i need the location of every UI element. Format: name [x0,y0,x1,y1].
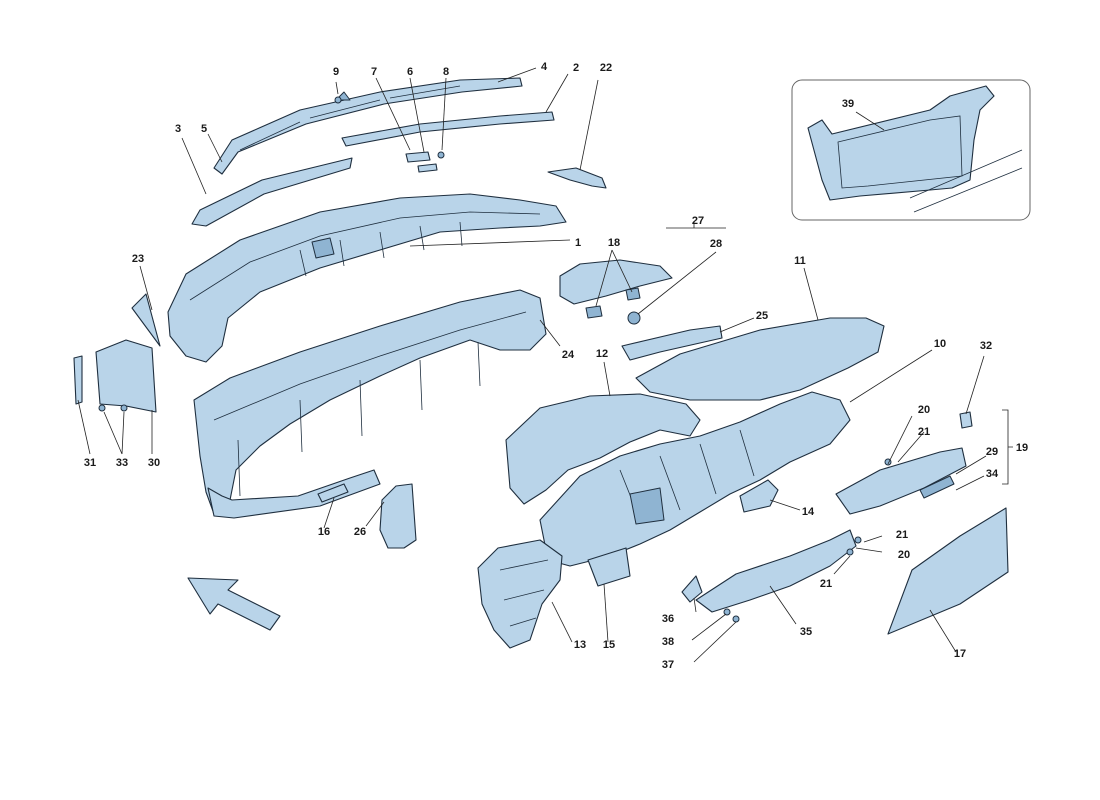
callout-1: 1 [575,237,581,249]
callout-23: 23 [132,253,144,265]
callout-38: 38 [662,636,674,648]
callout-14: 14 [802,506,815,518]
callout-4: 4 [541,61,548,73]
callout-15: 15 [603,639,615,651]
callout-37: 37 [662,659,674,671]
callout-34: 34 [986,468,999,480]
part-glovebox-surround [835,447,967,556]
callout-21b: 21 [896,529,908,541]
part-side-triangle-panel [131,293,161,347]
part-dashboard-panel [167,193,567,363]
callout-24: 24 [562,349,575,361]
callout-25: 25 [756,310,768,322]
callout-2: 2 [573,62,579,74]
callout-5: 5 [201,123,207,135]
callout-21c: 21 [820,578,832,590]
callout-12: 12 [596,348,608,360]
part-center-cover [559,259,673,325]
part-glovebox-door [887,507,1009,635]
callout-26: 26 [354,526,366,538]
callout-36: 36 [662,613,674,625]
callout-29: 29 [986,446,998,458]
part-upper-trim-strip [341,111,555,147]
part-cross-car-beam [193,289,547,519]
callout-10: 10 [934,338,946,350]
part-vertical-bracket-26 [379,483,417,549]
inset-detail-box [791,79,1031,221]
callout-17: 17 [954,648,966,660]
callout-21a: 21 [918,426,930,438]
part-right-small-trim [547,167,607,189]
direction-arrow-icon [187,577,281,631]
part-vent-bar [621,325,723,361]
part-small-bracket-16 [317,483,349,503]
callout-28: 28 [710,238,722,250]
part-top-pad [635,317,885,401]
callout-19: 19 [1016,442,1028,454]
callout-22: 22 [600,62,612,74]
callout-7: 7 [371,66,377,78]
callout-labels: 1 2 3 4 5 6 7 8 9 10 11 12 13 14 15 16 1… [84,61,1028,671]
callout-18: 18 [608,237,620,249]
callout-20b: 20 [898,549,910,561]
callout-11: 11 [794,255,806,267]
callout-9: 9 [333,66,339,78]
callout-6: 6 [407,66,413,78]
callout-27: 27 [692,215,704,227]
callout-30: 30 [148,457,160,469]
part-lower-right-bracket [681,529,857,623]
callout-33: 33 [116,457,128,469]
part-left-upper-trim [191,157,353,227]
callout-31: 31 [84,457,96,469]
callout-8: 8 [443,66,449,78]
leader-lines [77,67,1013,663]
part-side-bracket [73,339,157,413]
callout-35: 35 [800,626,812,638]
callout-13: 13 [574,639,586,651]
part-instrument-carrier [505,391,851,587]
callout-3: 3 [175,123,181,135]
callout-20a: 20 [918,404,930,416]
part-small-tab-32 [959,411,973,429]
part-lower-left-bracket [477,539,563,649]
part-small-clips [334,96,445,173]
callout-32: 32 [980,340,992,352]
callout-39: 39 [842,98,854,110]
callout-16: 16 [318,526,330,538]
